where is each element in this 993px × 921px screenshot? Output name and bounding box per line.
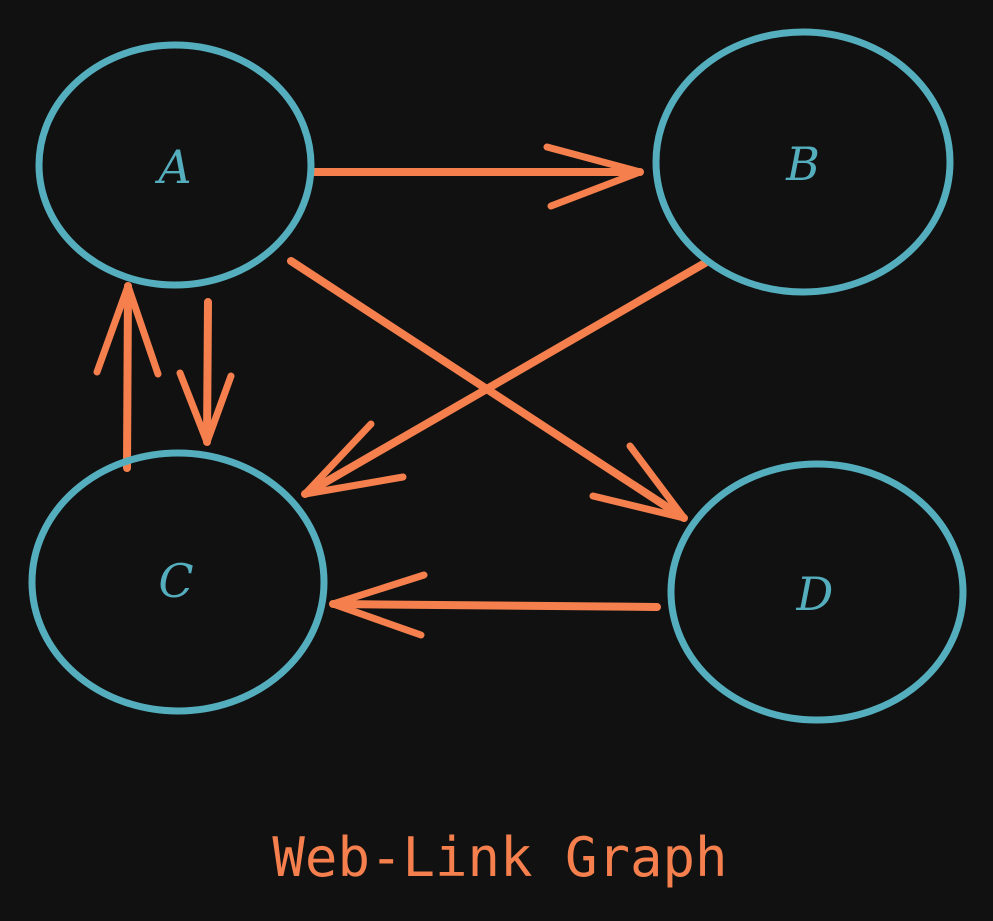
node-a: A xyxy=(35,41,315,289)
edges xyxy=(93,143,709,639)
diagram-title: Web-Link Graph xyxy=(272,826,727,889)
node-a-circle xyxy=(35,41,315,289)
edge-a-to-c xyxy=(176,298,235,446)
node-b: B xyxy=(652,28,954,296)
node-d-circle xyxy=(667,460,967,724)
node-c-label: C xyxy=(158,554,193,608)
nodes: A B C D xyxy=(28,28,967,724)
node-d-label: D xyxy=(796,567,834,621)
node-b-label: B xyxy=(785,137,820,191)
edge-a-to-b xyxy=(310,143,644,210)
edge-c-to-a xyxy=(93,282,162,472)
node-d: D xyxy=(667,460,967,724)
node-a-label: A xyxy=(154,140,191,194)
node-b-circle xyxy=(652,28,954,296)
node-c: C xyxy=(28,449,328,715)
edge-d-to-c xyxy=(329,571,661,639)
edge-b-to-c xyxy=(301,259,709,498)
node-c-circle xyxy=(28,449,328,715)
